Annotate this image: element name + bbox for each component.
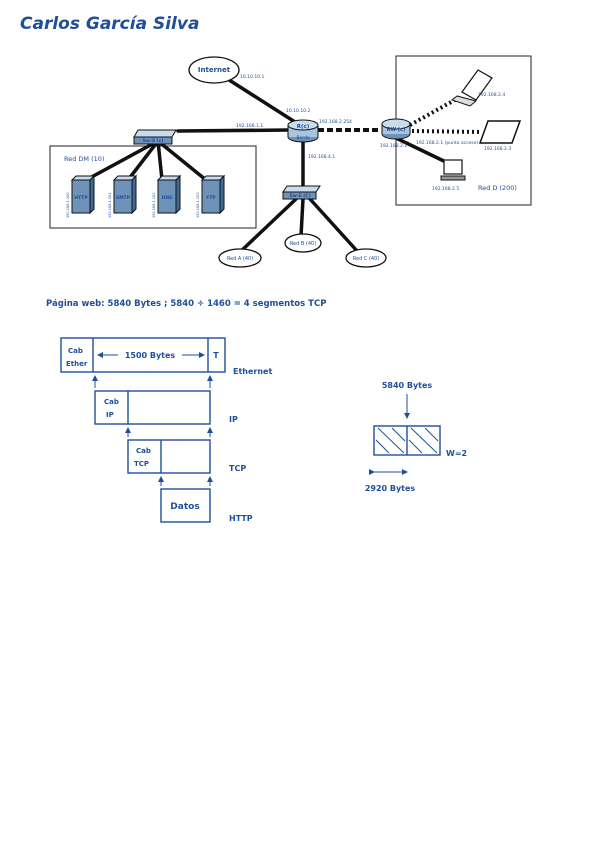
eth-payload: 1500 Bytes: [125, 351, 176, 360]
tcp-window-hatch: [375, 427, 439, 454]
window-total-label: 5840 Bytes: [382, 381, 433, 390]
server-smtp-ip: 192.168.1.101: [108, 192, 112, 218]
encap-diagram: [60, 337, 226, 523]
desktop-ip: 192.168.2.5: [432, 186, 459, 192]
label-ip: IP: [229, 415, 238, 424]
net-c-cloud: [345, 248, 387, 268]
switch-left-icon: [133, 129, 177, 145]
internet-cloud: [188, 56, 240, 84]
cab-ip-2: IP: [106, 411, 114, 419]
tablet-ip: 192.168.2.3: [484, 146, 511, 152]
cab-ip-1: Cab: [104, 398, 119, 406]
server-dns-icon: [156, 174, 182, 215]
links: [84, 76, 452, 254]
net-b-label: Red B (40): [290, 241, 316, 247]
rw-right-ip: 192.168.2.1 (punto acceso): [416, 140, 478, 146]
router-rw-ip: 192.168.2.254: [319, 119, 352, 125]
server-smtp-name: SMTP: [116, 195, 131, 201]
encap-arrows: [92, 375, 213, 486]
switch-bottom-name: Sw-E (C): [289, 193, 310, 199]
router-sw-ip: 192.168.1.1: [236, 123, 263, 129]
server-http-name: HTTP: [74, 195, 88, 201]
label-ethernet: Ethernet: [233, 367, 272, 376]
cab-ether-2: Ether: [66, 360, 88, 368]
desktop-icon: [440, 159, 466, 181]
dmz-label: Red DM (10): [64, 155, 104, 163]
rw-left-ip: 192.168.2.1: [380, 143, 407, 149]
server-dns-ip: 192.168.1.102: [152, 192, 156, 218]
internet-link-ip: 10.10.10.1: [240, 74, 264, 80]
router-swe-ip: 192.168.4.1: [308, 154, 335, 160]
label-http: HTTP: [229, 514, 253, 523]
net-a-label: Red A (40): [227, 256, 253, 262]
switch-bottom-icon: [282, 185, 321, 200]
net-a-cloud: [218, 248, 262, 268]
server-http-icon: [70, 174, 96, 215]
router-icon: [287, 119, 319, 143]
label-tcp: TCP: [229, 464, 246, 473]
server-ftp-ip: 192.168.1.103: [196, 192, 200, 218]
wireless-router-icon: [381, 118, 411, 140]
laptop-icon: [450, 69, 493, 107]
server-smtp-icon: [112, 174, 138, 215]
window-w-label: W=2: [446, 449, 467, 458]
wireless-link-tablet: [411, 129, 483, 134]
eth-trailer: T: [213, 351, 219, 360]
router-name: R(c): [297, 124, 310, 130]
net-c-label: Red C (40): [353, 256, 379, 262]
switch-left-name: Sw-S (c): [143, 138, 164, 144]
laptop-ip: 192.168.2.4: [478, 92, 505, 98]
server-dns-name: DNS: [162, 195, 173, 201]
router-sub: Borde: [296, 135, 309, 141]
server-ftp-icon: [200, 174, 226, 215]
cab-tcp-1: Cab: [136, 447, 151, 455]
cab-tcp-2: TCP: [134, 460, 149, 468]
server-ftp-name: FTP: [206, 195, 216, 201]
net-d-label: Red D (200): [478, 184, 517, 192]
author-name: Carlos García Silva: [20, 14, 199, 34]
router-internet-ip: 10.10.10.2: [286, 108, 310, 114]
datos-label: Datos: [170, 502, 199, 512]
net-b-cloud: [284, 233, 322, 253]
calc-line: Página web: 5840 Bytes ; 5840 ÷ 1460 = 4…: [46, 299, 326, 309]
server-http-ip: 192.168.1.100: [66, 192, 70, 218]
tablet-icon: [478, 120, 522, 144]
wireless-router-name: RW (c): [387, 127, 406, 133]
cab-ether-1: Cab: [68, 347, 83, 355]
window-size-label: 2920 Bytes: [365, 484, 416, 493]
internet-label: Internet: [198, 66, 231, 74]
tcp-window: [373, 425, 441, 456]
